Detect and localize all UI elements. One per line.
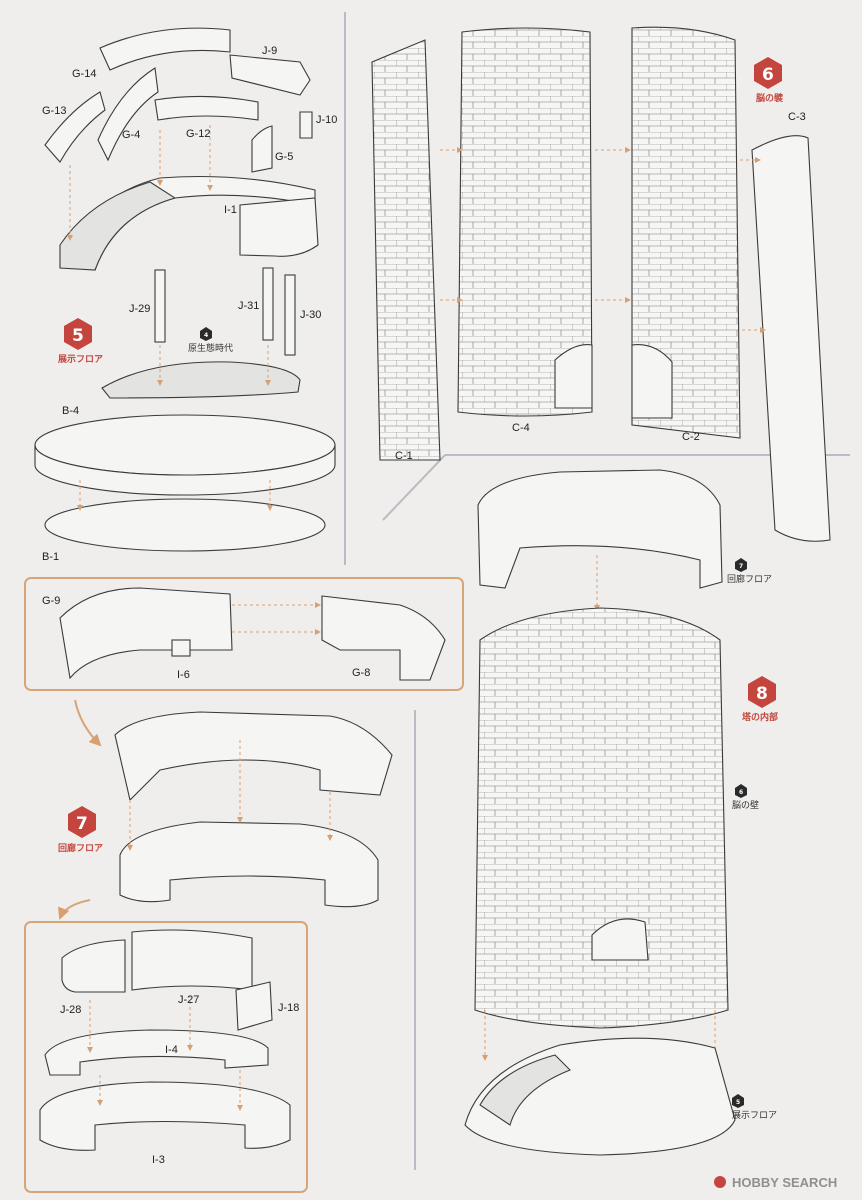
step-7-badge: 7	[68, 806, 96, 838]
label-j29: J-29	[129, 303, 150, 315]
ref-6-label: 脳の壁	[732, 799, 759, 811]
tower-block-shape	[239, 197, 319, 257]
ref-7-label: 回廊フロア	[727, 573, 772, 585]
part-c1-shape	[371, 39, 441, 461]
tower-archway	[591, 918, 649, 961]
step-8-label: 塔の内部	[742, 711, 778, 723]
corridor-roof-shape	[114, 711, 393, 802]
label-j27: J-27	[178, 994, 199, 1006]
step-7-diagram	[114, 711, 393, 908]
subassembly-j27	[39, 929, 291, 1151]
part-b4-rim	[34, 444, 336, 496]
label-g14: G-14	[72, 68, 96, 80]
part-g5-shape	[251, 125, 273, 173]
ref-4-badge: 4	[200, 327, 212, 341]
label-j9: J-9	[262, 45, 277, 57]
ref-5-label: 展示フロア	[732, 1110, 777, 1121]
watermark: HOBBY SEARCH	[714, 1175, 837, 1190]
label-i3: I-3	[152, 1154, 165, 1166]
label-b1: B-1	[42, 551, 59, 563]
svg-text:6: 6	[762, 65, 774, 85]
part-c4-shape	[457, 27, 593, 417]
part-j18-shape	[235, 981, 273, 1031]
label-c1: C-1	[395, 450, 413, 462]
svg-text:5: 5	[736, 1099, 740, 1106]
subassembly-frame-top	[24, 577, 464, 691]
part-i4-shape	[44, 1029, 269, 1076]
label-c2: C-2	[682, 431, 700, 443]
part-i6-shape	[171, 639, 191, 657]
part-g4-shape	[97, 67, 159, 162]
label-j10: J-10	[316, 114, 337, 126]
subassembly-g9-g8	[59, 587, 446, 681]
label-j30: J-30	[300, 309, 321, 321]
staircase-shape	[59, 181, 177, 271]
part-j29-shape	[154, 269, 166, 343]
step-8-diagram	[464, 469, 736, 1156]
ref-6-badge: 6	[735, 784, 747, 798]
label-j18: J-18	[278, 1002, 299, 1014]
part-j10-shape	[299, 111, 313, 139]
label-b4: B-4	[62, 405, 79, 417]
label-i6: I-6	[177, 669, 190, 681]
part-b1-shape	[44, 498, 326, 552]
label-c3: C-3	[788, 111, 806, 123]
label-c4: C-4	[512, 422, 530, 434]
ref-5-badge: 5	[732, 1094, 744, 1108]
label-j31: J-31	[238, 300, 259, 312]
part-j27-shape	[131, 929, 253, 991]
svg-text:8: 8	[756, 684, 768, 704]
part-g12-shape	[154, 95, 259, 121]
step-8-badge: 8	[748, 676, 776, 708]
part-j30-shape	[284, 274, 296, 356]
part-j28-shape	[61, 939, 126, 993]
label-g4: G-4	[122, 129, 140, 141]
step-5-label: 展示フロア	[58, 354, 103, 365]
forest-diorama-shape	[101, 361, 301, 399]
label-j28: J-28	[60, 1004, 81, 1016]
label-g5: G-5	[275, 151, 293, 163]
corridor-floor-assembled	[477, 469, 723, 589]
part-c3-shape	[751, 135, 831, 542]
flow-arrow-2	[57, 899, 91, 920]
corridor-ring-shape	[119, 821, 379, 908]
c4-archway	[554, 344, 593, 409]
svg-text:7: 7	[739, 563, 743, 570]
svg-text:7: 7	[76, 814, 88, 834]
label-g13: G-13	[42, 105, 66, 117]
spiral-staircase-shape	[479, 1054, 571, 1126]
label-i1: I-1	[224, 204, 237, 216]
divider-diagonal	[382, 454, 446, 521]
step-6-diagram	[371, 26, 831, 542]
step-5-badge: 5	[64, 318, 92, 350]
part-c2-shape	[631, 26, 741, 439]
tower-wall-assembled	[474, 607, 729, 1029]
part-j31-shape	[262, 267, 274, 341]
step-6-badge: 6	[754, 57, 782, 89]
label-g8: G-8	[352, 667, 370, 679]
c2-archway	[631, 344, 673, 419]
part-g13-shape	[44, 91, 106, 163]
part-i3-shape	[39, 1081, 291, 1151]
part-g9-shape	[59, 587, 233, 680]
step-5-diagram	[34, 27, 336, 552]
label-i4: I-4	[165, 1044, 178, 1056]
step-7-label: 回廊フロア	[58, 842, 103, 854]
step-6-label: 脳の襞	[755, 92, 784, 104]
watermark-text: HOBBY SEARCH	[732, 1175, 837, 1190]
svg-text:5: 5	[72, 326, 84, 346]
svg-text:6: 6	[739, 789, 743, 796]
label-g12: G-12	[186, 128, 210, 140]
flow-arrow-1	[74, 699, 102, 747]
part-g8-shape	[321, 595, 446, 681]
part-g14-shape	[99, 27, 231, 71]
ref-7-badge: 7	[735, 558, 747, 572]
label-g9: G-9	[42, 595, 60, 607]
subassembly-frame-bottom	[24, 921, 308, 1193]
part-j9-shape	[229, 54, 311, 96]
svg-text:4: 4	[204, 332, 208, 339]
ref-4-label: 原生態時代	[188, 342, 233, 354]
